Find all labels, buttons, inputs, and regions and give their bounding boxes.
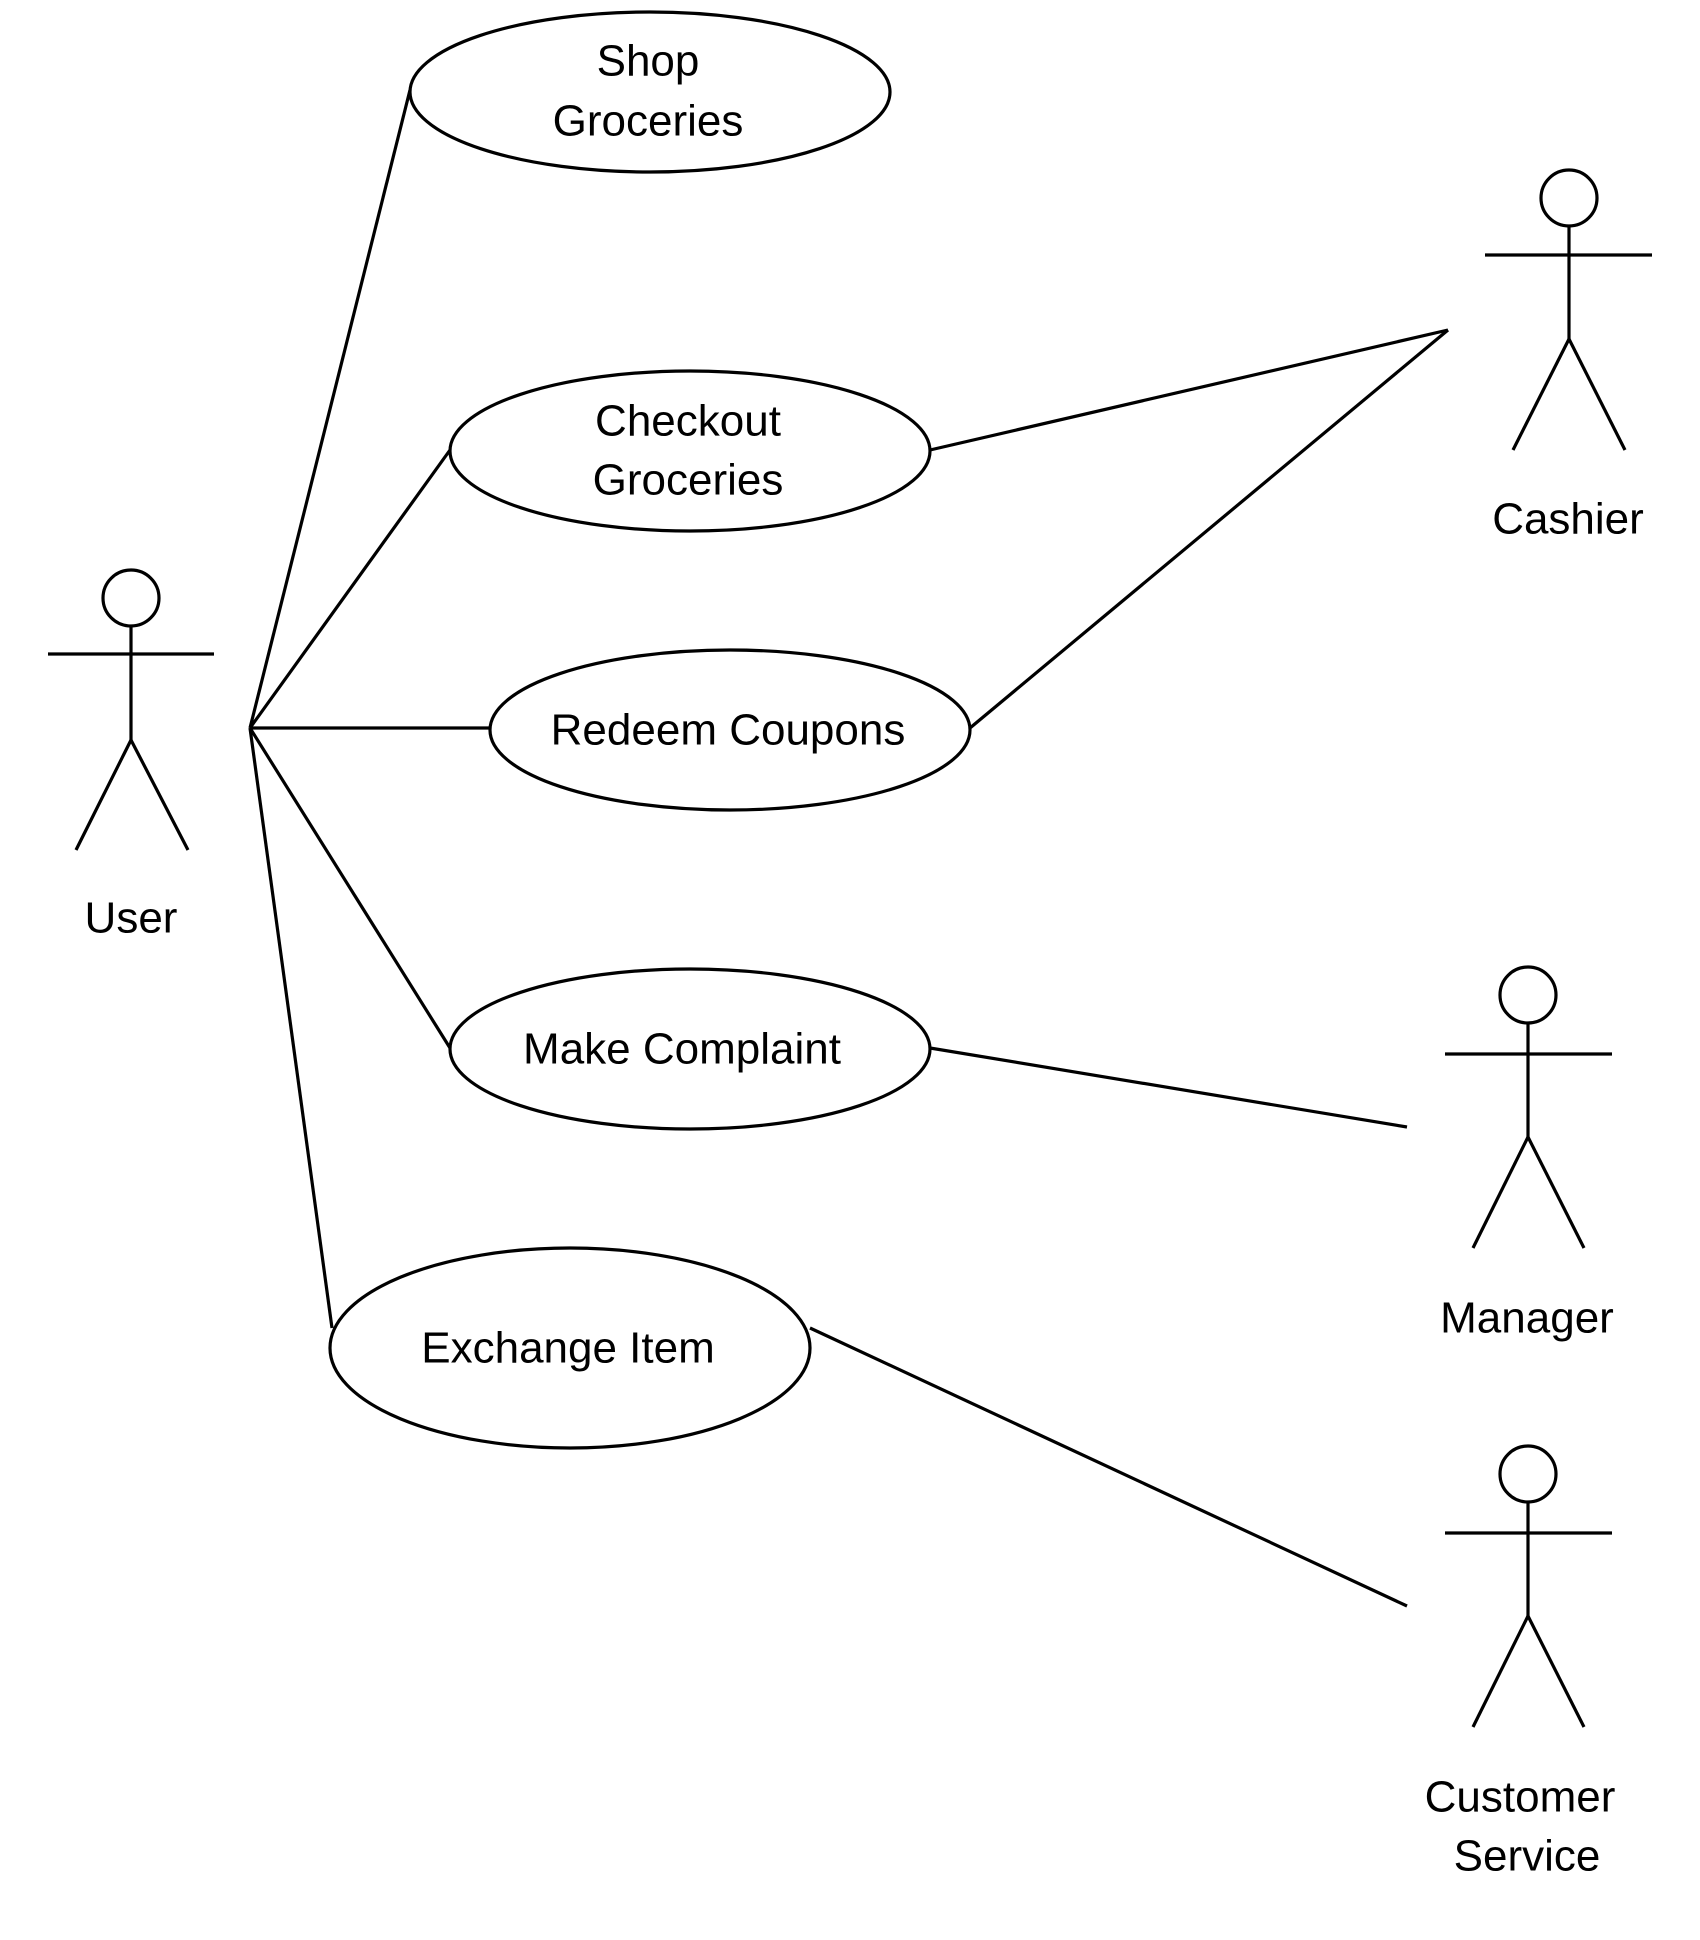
- use-case-ellipse: [488, 648, 972, 812]
- use-case-checkout-groceries: Checkout Groceries: [448, 369, 932, 533]
- use-case-ellipse: [408, 10, 892, 174]
- association-exchange-item-customer-service: [809, 1326, 1408, 1608]
- use-case-ellipse: [448, 967, 932, 1131]
- actor-left-leg: [1511, 338, 1571, 451]
- use-case-ellipse: [448, 369, 932, 533]
- use-case-label-line1: Checkout: [595, 397, 781, 446]
- use-case-make-complaint: Make Complaint: [448, 967, 932, 1131]
- use-case-label-line2: Groceries: [593, 456, 784, 505]
- actor-user: User: [48, 568, 214, 943]
- actor-head: [1498, 965, 1558, 1025]
- actor-label-line1: Customer: [1425, 1773, 1616, 1822]
- actor-label-line2: Service: [1454, 1832, 1601, 1881]
- actor-head: [101, 568, 161, 628]
- staff-associations: [809, 328, 1450, 1608]
- actor-left-leg: [1471, 1615, 1530, 1728]
- user-associations: [248, 89, 491, 1329]
- actor-label: Cashier: [1492, 495, 1644, 544]
- actor-right-leg: [1526, 1136, 1586, 1249]
- use-case-label: Make Complaint: [523, 1025, 841, 1074]
- association-redeem-coupons-cashier: [968, 328, 1450, 730]
- association-user-shop-groceries: [248, 89, 412, 729]
- association-make-complaint-manager: [929, 1046, 1408, 1129]
- use-case-label-line1: Shop: [597, 37, 700, 86]
- actor-left-leg: [1471, 1136, 1530, 1249]
- use-case-label-line2: Groceries: [553, 97, 744, 146]
- actor-label: Manager: [1440, 1294, 1614, 1343]
- actor-head: [1539, 168, 1599, 228]
- association-user-checkout-groceries: [248, 449, 452, 729]
- association-user-make-complaint: [248, 727, 452, 1049]
- use-case-label: Exchange Item: [421, 1324, 715, 1373]
- actor-customer-service: Customer Service: [1425, 1444, 1616, 1881]
- actor-cashier: Cashier: [1485, 168, 1652, 544]
- use-case-redeem-coupons: Redeem Coupons: [488, 648, 972, 812]
- use-case-label: Redeem Coupons: [551, 706, 906, 755]
- actor-left-leg: [74, 739, 133, 851]
- actor-manager: Manager: [1440, 965, 1614, 1343]
- use-case-shop-groceries: Shop Groceries: [408, 10, 892, 174]
- association-checkout-cashier: [929, 328, 1449, 452]
- actor-right-leg: [1526, 1615, 1586, 1728]
- actor-right-leg: [129, 739, 190, 851]
- actor-head: [1498, 1444, 1558, 1504]
- actor-label: User: [85, 894, 178, 943]
- use-case-ellipse: [328, 1246, 812, 1450]
- use-case-exchange-item: Exchange Item: [328, 1246, 812, 1450]
- actor-right-leg: [1567, 338, 1627, 451]
- association-user-exchange-item: [248, 727, 334, 1329]
